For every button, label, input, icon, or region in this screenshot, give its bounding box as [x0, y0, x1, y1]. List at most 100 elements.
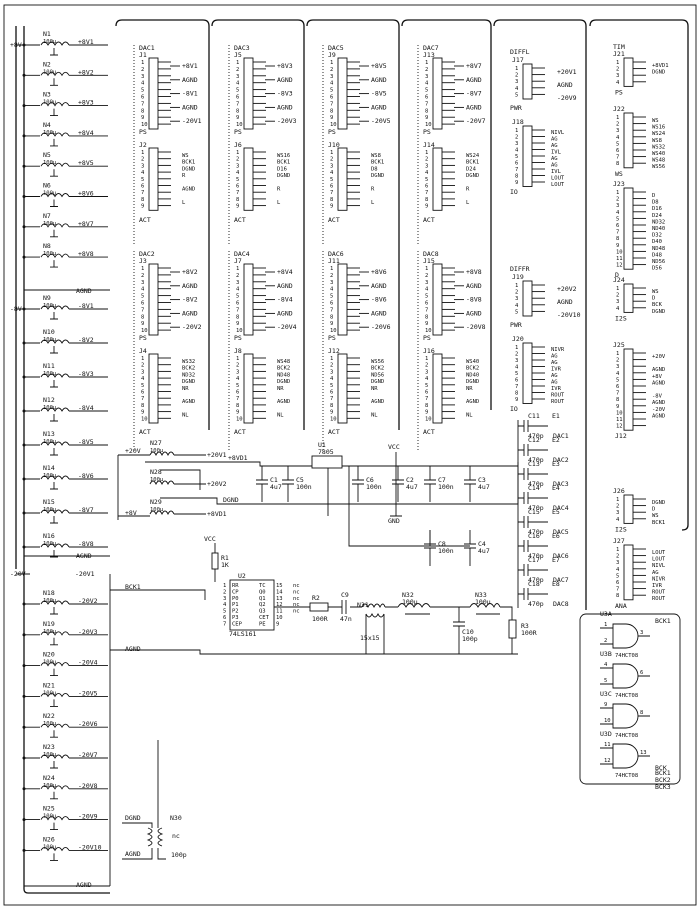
ps-connector-body — [337, 57, 348, 130]
capacitor-symbol — [464, 466, 476, 502]
counter-nc: nc — [293, 609, 300, 615]
bck-cap-value: 470p — [528, 432, 544, 440]
pin-number: 8 — [425, 403, 428, 409]
capacitor-value: 4u7 — [406, 483, 418, 491]
n31-val: 15x15 — [360, 634, 380, 642]
junction-dot — [22, 694, 26, 698]
act-label: ACT — [328, 216, 340, 224]
act-net: BCK1 — [466, 160, 479, 166]
connector-net: LOUT — [652, 557, 666, 563]
n33-val: 100µ — [475, 598, 491, 606]
inductor-coil — [40, 339, 70, 344]
counter-pin-num: 13 — [276, 596, 283, 602]
pin-number: 4 — [330, 376, 334, 382]
inductor-coil — [40, 373, 70, 378]
buffer-out: BCK2 — [655, 776, 671, 784]
pin-number: 5 — [141, 88, 144, 94]
inductor-ref: N9 — [43, 294, 51, 302]
bck-cap-e: E5 — [552, 508, 560, 516]
inductor-net: +8V6 — [78, 190, 94, 198]
r2-ref: R2 — [312, 594, 320, 602]
pin-number: 6 — [236, 301, 239, 307]
inductor-value: 100µ — [43, 251, 57, 257]
diff-io-net: AG — [551, 137, 558, 143]
pin-number: 1 — [141, 266, 144, 272]
pin-number: 7 — [425, 190, 428, 196]
pin-number: 4 — [616, 210, 620, 216]
rail-label-plus8: +8V — [10, 41, 22, 49]
bck-cap-ref: C13 — [528, 460, 540, 468]
pin-number: 1 — [616, 60, 619, 66]
ps-net: -20V8 — [466, 323, 486, 331]
inductor-net: -8V6 — [78, 472, 94, 480]
capacitor-ref: C2 — [406, 476, 414, 484]
inductor-center-tap — [50, 482, 58, 490]
connector-net: WS8 — [652, 138, 662, 144]
inductor-ref: N27 — [150, 439, 162, 447]
pin-number: 2 — [141, 273, 144, 279]
act-label: ACT — [328, 428, 340, 436]
inductor-coil — [40, 600, 70, 605]
pin-number: 4 — [515, 148, 519, 154]
pin-number: 6 — [236, 390, 239, 396]
pin-number: 8 — [141, 314, 144, 320]
ps-net: -20V4 — [277, 323, 297, 331]
pin-number: 4 — [616, 517, 620, 523]
capacitor-value: 100n — [438, 547, 454, 555]
pin-number: 3 — [330, 74, 333, 80]
connector-net: +8V — [652, 374, 663, 380]
counter-pin-num: 15 — [276, 583, 283, 589]
act-connector-body — [243, 353, 254, 424]
pin-number: 10 — [236, 416, 243, 422]
dac-ps-ref: J7 — [234, 257, 242, 265]
pin-number: 3 — [330, 280, 333, 286]
ps-connector-body — [432, 57, 443, 130]
counter-pin-num: 10 — [276, 615, 283, 621]
ps-net: AGND — [277, 76, 293, 84]
counter-vcc: VCC — [204, 535, 216, 543]
inductor-value: 100µ — [43, 39, 57, 45]
diff-connector-blocks: DIFFLJ1712345+20V1AGND-20V9PWRJ181234567… — [510, 48, 581, 413]
pin-number: 9 — [141, 410, 144, 416]
and-gate-body — [612, 703, 639, 729]
act-net: BCK2 — [182, 366, 195, 372]
pin-number: 2 — [616, 504, 619, 510]
pin-number: 7 — [425, 101, 428, 107]
inductor-coil — [40, 631, 70, 636]
bck-cap-dac: DAC2 — [553, 456, 569, 464]
connector-net: +20V — [652, 354, 666, 360]
connector-net: D — [652, 193, 655, 199]
pin-number: 3 — [141, 163, 144, 169]
diff-io-net: ROUT — [551, 399, 565, 405]
inductor-center-tap — [50, 48, 58, 56]
pin-number: 1 — [616, 115, 619, 121]
inductor-value: 100µ — [150, 507, 164, 513]
inductor-net: -8V2 — [78, 336, 94, 344]
gate-pin: 1 — [604, 622, 607, 628]
gate-pin: 3 — [640, 630, 643, 636]
junction-dot — [22, 633, 26, 637]
regulator-part: 7805 — [318, 448, 334, 456]
inductor-value: 100µ — [43, 690, 57, 696]
ps-net: +8V7 — [466, 62, 482, 70]
act-net: BCK1 — [182, 160, 195, 166]
inductor-ref: N20 — [43, 651, 55, 659]
capacitor-symbol — [352, 466, 364, 502]
n32-val: 100µ — [402, 598, 418, 606]
pin-number: 2 — [236, 67, 239, 73]
bck-cap-symbol — [518, 588, 548, 600]
connector-j22: J2212345678WSWS16WS24WS8WS32WS40WS48WS56… — [613, 105, 666, 178]
pin-number: 5 — [515, 309, 518, 315]
bck-cap-value: 470p — [528, 600, 544, 608]
dac-block-dac6: DAC6J1112345678910PS+8V6AGND-8V6AGND-20V… — [322, 250, 391, 451]
pin-number: 4 — [515, 365, 519, 371]
io-label: IO — [510, 188, 518, 196]
inductor-ref: N26 — [43, 835, 55, 843]
pin-number: 8 — [616, 593, 619, 599]
dac-act-ref: J6 — [234, 141, 242, 149]
diff-io-net: NIVR — [551, 347, 565, 353]
counter-pin-out: Q2 — [259, 602, 266, 608]
